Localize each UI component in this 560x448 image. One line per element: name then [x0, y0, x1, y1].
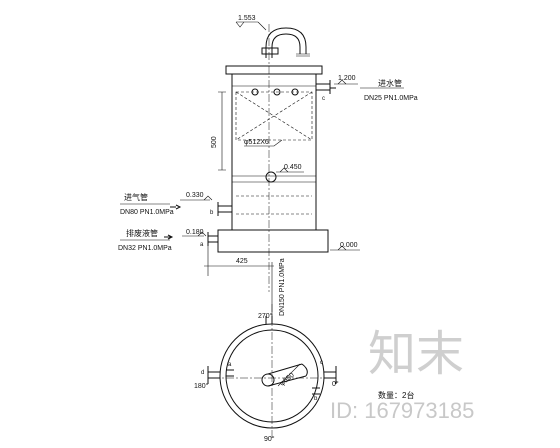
- air-inlet-nozzle: [217, 202, 232, 216]
- plan-view: φ650 d c a b 270° 180° 0° 90°: [194, 304, 339, 443]
- nozzle-mark-a: a: [200, 242, 204, 248]
- angle-0: 0°: [332, 380, 339, 388]
- watermark-logo: 知末: [368, 328, 464, 381]
- quantity-note: 数量：2台: [378, 390, 414, 400]
- elevation-air: 0.330: [180, 192, 213, 201]
- svg-text:进气管: 进气管: [124, 192, 148, 202]
- sight-port: [265, 171, 277, 183]
- svg-text:0.330: 0.330: [186, 192, 204, 199]
- elevation-top: 1.553: [235, 15, 267, 31]
- svg-text:b: b: [314, 396, 318, 402]
- svg-text:DN80 PN1.0MPa: DN80 PN1.0MPa: [120, 209, 174, 216]
- outlet-spec: DN150 PN1.0MPa: [271, 258, 286, 318]
- svg-text:DN150 PN1.0MPa: DN150 PN1.0MPa: [279, 258, 286, 316]
- watermark: 知末 ID: 167973185: [330, 328, 474, 423]
- elevation-view: c b a 1.553 1.200 0.450 0.330 0.180: [118, 15, 418, 318]
- elevation-drain: 0.180: [182, 229, 207, 237]
- outlet-flange: [261, 47, 279, 55]
- height-dimension: 500: [211, 91, 226, 171]
- svg-text:0.450: 0.450: [284, 164, 302, 171]
- drain-nozzle: [207, 232, 218, 246]
- top-flange: [225, 65, 323, 75]
- svg-text:500: 500: [211, 136, 218, 148]
- vessel-base: [217, 229, 329, 253]
- svg-text:425: 425: [236, 258, 248, 265]
- angle-90: 90°: [264, 435, 275, 443]
- air-inlet-label: 进气管 DN80 PN1.0MPa: [120, 192, 182, 216]
- svg-text:1.553: 1.553: [238, 15, 256, 22]
- inlet-nozzle: [316, 80, 331, 94]
- svg-text:d: d: [201, 370, 204, 376]
- angle-270: 270°: [258, 312, 273, 320]
- nozzle-mark-b: b: [210, 210, 214, 216]
- drain-label: 排废液管 DN32 PN1.0MPa: [118, 228, 174, 252]
- watermark-id: ID: 167973185: [330, 398, 474, 423]
- nozzle-mark-c: c: [322, 96, 325, 102]
- svg-text:DN25 PN1.0MPa: DN25 PN1.0MPa: [364, 95, 418, 102]
- elevation-base: 0.000: [330, 242, 360, 251]
- svg-text:DN32 PN1.0MPa: DN32 PN1.0MPa: [118, 245, 172, 252]
- svg-text:φ512X6: φ512X6: [244, 139, 269, 146]
- gooseneck-outlet: [265, 27, 307, 58]
- elevation-inlet: 1.200: [334, 75, 358, 85]
- shell-spec: φ512X6: [244, 139, 283, 147]
- inlet-label: 进水管 DN25 PN1.0MPa: [330, 78, 418, 102]
- offset-dimension: 425: [204, 246, 274, 276]
- plan-nozzle-d: [207, 366, 220, 384]
- svg-text:a: a: [228, 362, 232, 368]
- plan-nozzle-c: [324, 366, 337, 384]
- svg-text:0.180: 0.180: [186, 229, 204, 236]
- svg-text:排废液管: 排废液管: [126, 228, 158, 238]
- svg-text:进水管: 进水管: [378, 78, 402, 88]
- elevation-level: 0.450: [276, 164, 304, 173]
- svg-text:c: c: [320, 360, 323, 366]
- svg-text:0.000: 0.000: [340, 242, 358, 249]
- angle-180: 180°: [194, 382, 209, 390]
- svg-text:1.200: 1.200: [338, 75, 356, 82]
